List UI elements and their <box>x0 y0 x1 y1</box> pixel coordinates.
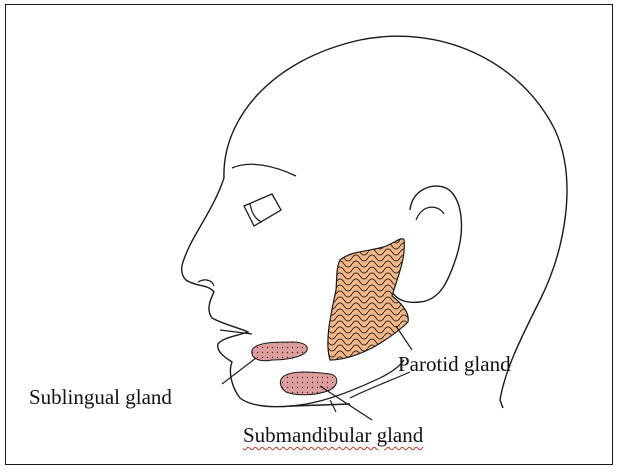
face-profile <box>182 178 350 407</box>
parotid-leader <box>396 326 412 350</box>
sublingual-leader <box>222 358 256 384</box>
eyebrow <box>232 164 296 176</box>
submandibular-label: Submandibular gland <box>243 425 423 446</box>
ear-inner <box>416 207 444 220</box>
neck-front-lower <box>330 400 336 412</box>
parotid-gland <box>328 239 408 360</box>
parotid-label: Parotid gland <box>398 354 511 375</box>
eye <box>244 194 281 226</box>
eye-pupil <box>250 204 262 222</box>
sublingual-label: Sublingual gland <box>29 387 172 408</box>
sublingual-gland <box>252 342 307 361</box>
